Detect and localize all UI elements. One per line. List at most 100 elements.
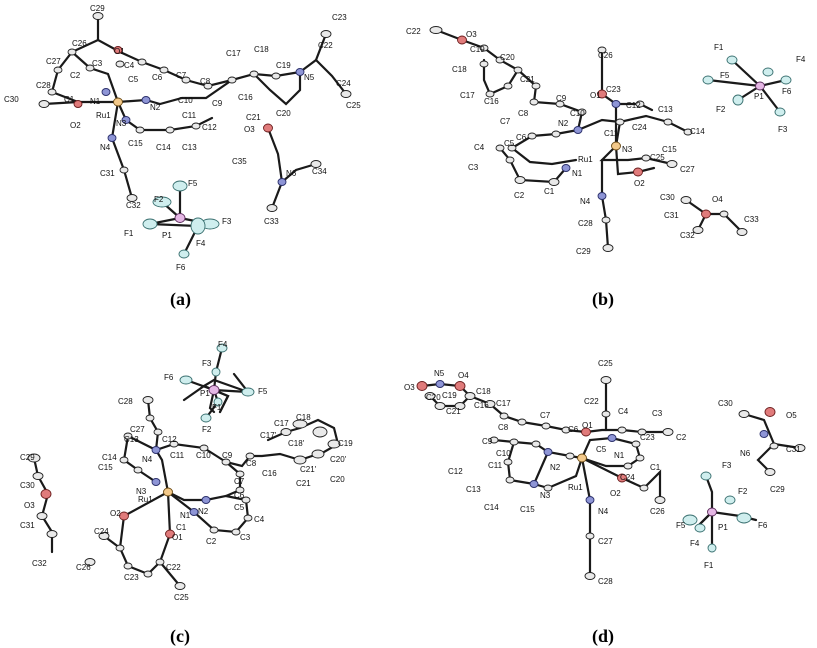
atom-label: F4 [218,340,228,349]
atom-label: Ru1 [568,483,583,492]
atom-label: F6 [758,521,768,530]
atom-label: C21 [520,75,535,84]
atom-label: N5 [304,73,315,82]
atom-label: C1 [544,187,555,196]
atom-label: C16 [484,97,499,106]
atom-label: C28 [598,577,613,586]
atom-label: C15 [520,505,535,514]
atom-label: C31 [100,169,115,178]
panel-caption: (a) [170,289,191,310]
atom-label: C4 [124,61,135,70]
atom-label: C18 [296,413,311,422]
atom-label: C7 [500,117,511,126]
atom-label: C32 [126,201,141,210]
atom-label: O4 [712,195,723,204]
atom-label: C27 [130,425,145,434]
atom-label: C18 [254,45,269,54]
atom-label: N3 [116,119,127,128]
atom-label: O1 [114,47,125,56]
atom-label: C21 [446,407,461,416]
atom-label: C27 [46,57,61,66]
atom-label: O2 [610,489,621,498]
atom-label: N5 [434,369,445,378]
atom-label: C29 [576,247,591,256]
atom-label: C9 [556,94,567,103]
panel-a: C29 C26 O1 C27 C3 C4 C2 C5 C6 C7 C8 C17 … [4,4,361,310]
atom-label: C5 [128,75,139,84]
atom-label: F3 [778,125,788,134]
atom-label: C13 [658,105,673,114]
atom-label: C7 [234,477,245,486]
atom-label: C18 [452,65,467,74]
atom-label: C19 [442,391,457,400]
atom-label: P1 [718,523,728,532]
atom-label: O2 [110,509,121,518]
atom-label: N6 [740,449,751,458]
atom-label: N1 [572,169,583,178]
atom-label: C20 [426,393,441,402]
atom-label: C28 [36,81,51,90]
atom-label: C13 [182,143,197,152]
atom-label: C23 [640,433,655,442]
atom-label: F5 [676,521,686,530]
atom-label: O5 [786,411,797,420]
atom-label: C7 [176,71,187,80]
atom-label: C8 [498,423,509,432]
atom-label: C12 [448,467,463,476]
atom-label: P1 [754,92,764,101]
atom-label: N2 [550,463,561,472]
atom-label: C4 [254,515,265,524]
atom-label: C3 [468,163,479,172]
atom-label: C26 [72,39,87,48]
panel-caption: (b) [592,289,614,310]
atom-label: C2 [206,537,217,546]
atom-label: C24 [632,123,647,132]
panel-caption: (d) [592,626,614,647]
atom-label: C17 [496,399,511,408]
atom-label: C10 [570,109,585,118]
atom-label: C1 [64,95,75,104]
atom-label: C1 [650,463,661,472]
atom-label: C24 [336,79,351,88]
atom-label: P1 [162,231,172,240]
atom-label: F4 [196,239,206,248]
atom-label: F4 [690,539,700,548]
atom-label: F3 [202,359,212,368]
atom-label: C17 [226,49,241,58]
atom-label: C26 [650,507,665,516]
atom-label: F5 [258,387,268,396]
atom-label: N4 [100,143,111,152]
atom-label: C9 [222,451,233,460]
atom-label: F3 [722,461,732,470]
panel-c: F4 F3 F6 P1 F5 F1 F2 C28 C27 C17 C18 C13… [20,340,353,647]
atom-label: C9 [212,99,223,108]
atom-label: C26 [76,563,91,572]
atom-label: C26 [598,51,613,60]
atom-label: F1 [124,229,134,238]
atom-label: C2 [676,433,687,442]
atom-label: C9 [482,437,493,446]
atom-label: C31 [20,521,35,530]
atom-label: Ru1 [96,111,111,120]
atom-label: C35 [232,157,247,166]
atom-label: C5 [596,445,607,454]
atom-label: C12 [626,101,641,110]
atom-label: C32 [32,559,47,568]
atom-label: C20 [500,53,515,62]
atom-label: Ru1 [578,155,593,164]
atom-label: C3 [240,533,251,542]
atom-label: C25 [346,101,361,110]
atom-label: C31 [664,211,679,220]
atom-label: C11 [604,129,619,138]
atom-label: C18' [288,439,305,448]
atom-label: N6 [286,169,297,178]
atom-label: C10 [178,96,193,105]
atom-label: O1 [590,91,601,100]
atom-label: O2 [70,121,81,130]
atom-label: C10 [496,449,511,458]
atom-label: C4 [618,407,629,416]
atom-label: N4 [142,455,153,464]
atom-label: C21 [246,113,261,122]
